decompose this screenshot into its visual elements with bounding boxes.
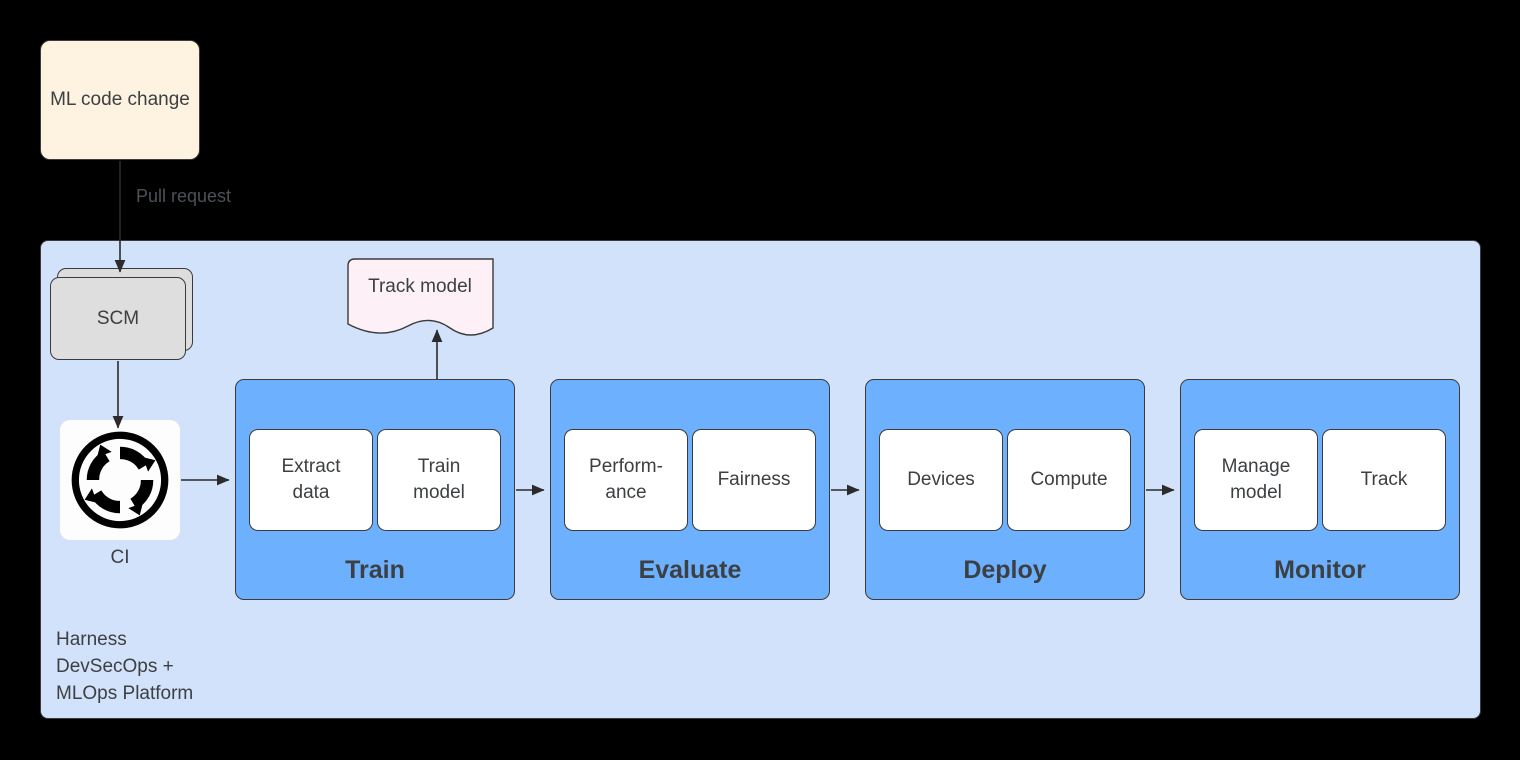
- stage-evaluate-cards: Perform- ance Fairness: [564, 429, 816, 531]
- card-track-label: Track: [1360, 469, 1408, 490]
- card-manage-model[interactable]: Manage model: [1194, 429, 1318, 531]
- card-extract-data[interactable]: Extract data: [249, 429, 373, 531]
- track-model-label: Track model: [368, 276, 472, 297]
- card-compute-label: Compute: [1030, 469, 1108, 490]
- card-train-model[interactable]: Train model: [377, 429, 501, 531]
- card-devices-label: Devices: [907, 469, 975, 490]
- card-track[interactable]: Track: [1322, 429, 1446, 531]
- platform-label: Harness DevSecOps + MLOps Platform: [56, 629, 194, 704]
- ml-code-change-node[interactable]: ML code change: [40, 40, 200, 160]
- stage-monitor[interactable]: Manage model Track Monitor: [1180, 379, 1460, 600]
- ml-code-change-label: ML code change: [50, 89, 190, 110]
- stage-train-title: Train: [345, 556, 405, 584]
- stage-train-cards: Extract data Train model: [249, 429, 501, 531]
- card-performance-label: Perform- ance: [589, 456, 663, 503]
- stage-monitor-title: Monitor: [1274, 556, 1366, 584]
- card-manage-model-label: Manage model: [1221, 456, 1291, 503]
- card-compute[interactable]: Compute: [1007, 429, 1131, 531]
- card-performance[interactable]: Perform- ance: [564, 429, 688, 531]
- card-devices[interactable]: Devices: [879, 429, 1003, 531]
- stage-evaluate-title: Evaluate: [638, 556, 742, 584]
- stage-deploy-cards: Devices Compute: [879, 429, 1131, 531]
- scm-label: SCM: [96, 307, 140, 329]
- cycle-arrows-icon: [71, 431, 169, 529]
- stage-deploy-title: Deploy: [963, 556, 1047, 584]
- stage-deploy[interactable]: Devices Compute Deploy: [865, 379, 1145, 600]
- pull-request-edge-label: Pull request: [136, 186, 232, 206]
- ci-caption: CI: [110, 547, 130, 568]
- stage-evaluate[interactable]: Perform- ance Fairness Evaluate: [550, 379, 830, 600]
- track-model-node[interactable]: Track model: [340, 258, 500, 338]
- stage-monitor-cards: Manage model Track: [1194, 429, 1446, 531]
- card-fairness[interactable]: Fairness: [692, 429, 816, 531]
- card-fairness-label: Fairness: [717, 469, 791, 490]
- scm-node[interactable]: SCM: [50, 277, 186, 360]
- card-train-model-label: Train model: [413, 456, 465, 503]
- document-shape-icon: [347, 258, 494, 336]
- ci-node[interactable]: [60, 420, 180, 540]
- stage-train[interactable]: Extract data Train model Train: [235, 379, 515, 600]
- card-extract-data-label: Extract data: [281, 456, 341, 503]
